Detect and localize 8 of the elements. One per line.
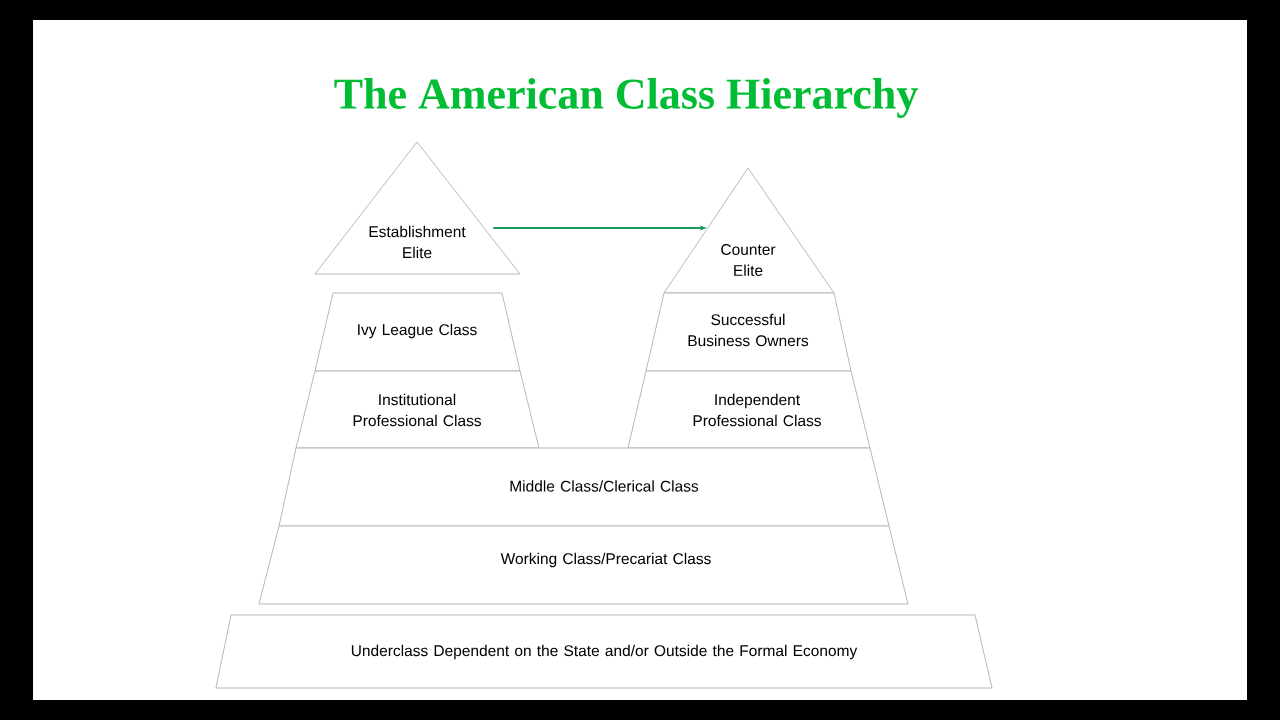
pyramid-tier: Underclass Dependent on the State and/or Outside the Formal Economy: [215, 614, 993, 689]
pyramid-tier-triangle: Establishment Elite: [314, 141, 521, 275]
pyramid-tier: Ivy League Class: [314, 292, 521, 372]
pyramid-tier: Successful Business Owners: [645, 292, 852, 372]
pyramid-tier: Working Class/Precariat Class: [258, 525, 909, 605]
pyramid-tier-triangle: Counter Elite: [663, 167, 835, 294]
pyramid-tier: Independent Professional Class: [627, 370, 871, 449]
title: The American Class Hierarchy: [334, 78, 918, 118]
